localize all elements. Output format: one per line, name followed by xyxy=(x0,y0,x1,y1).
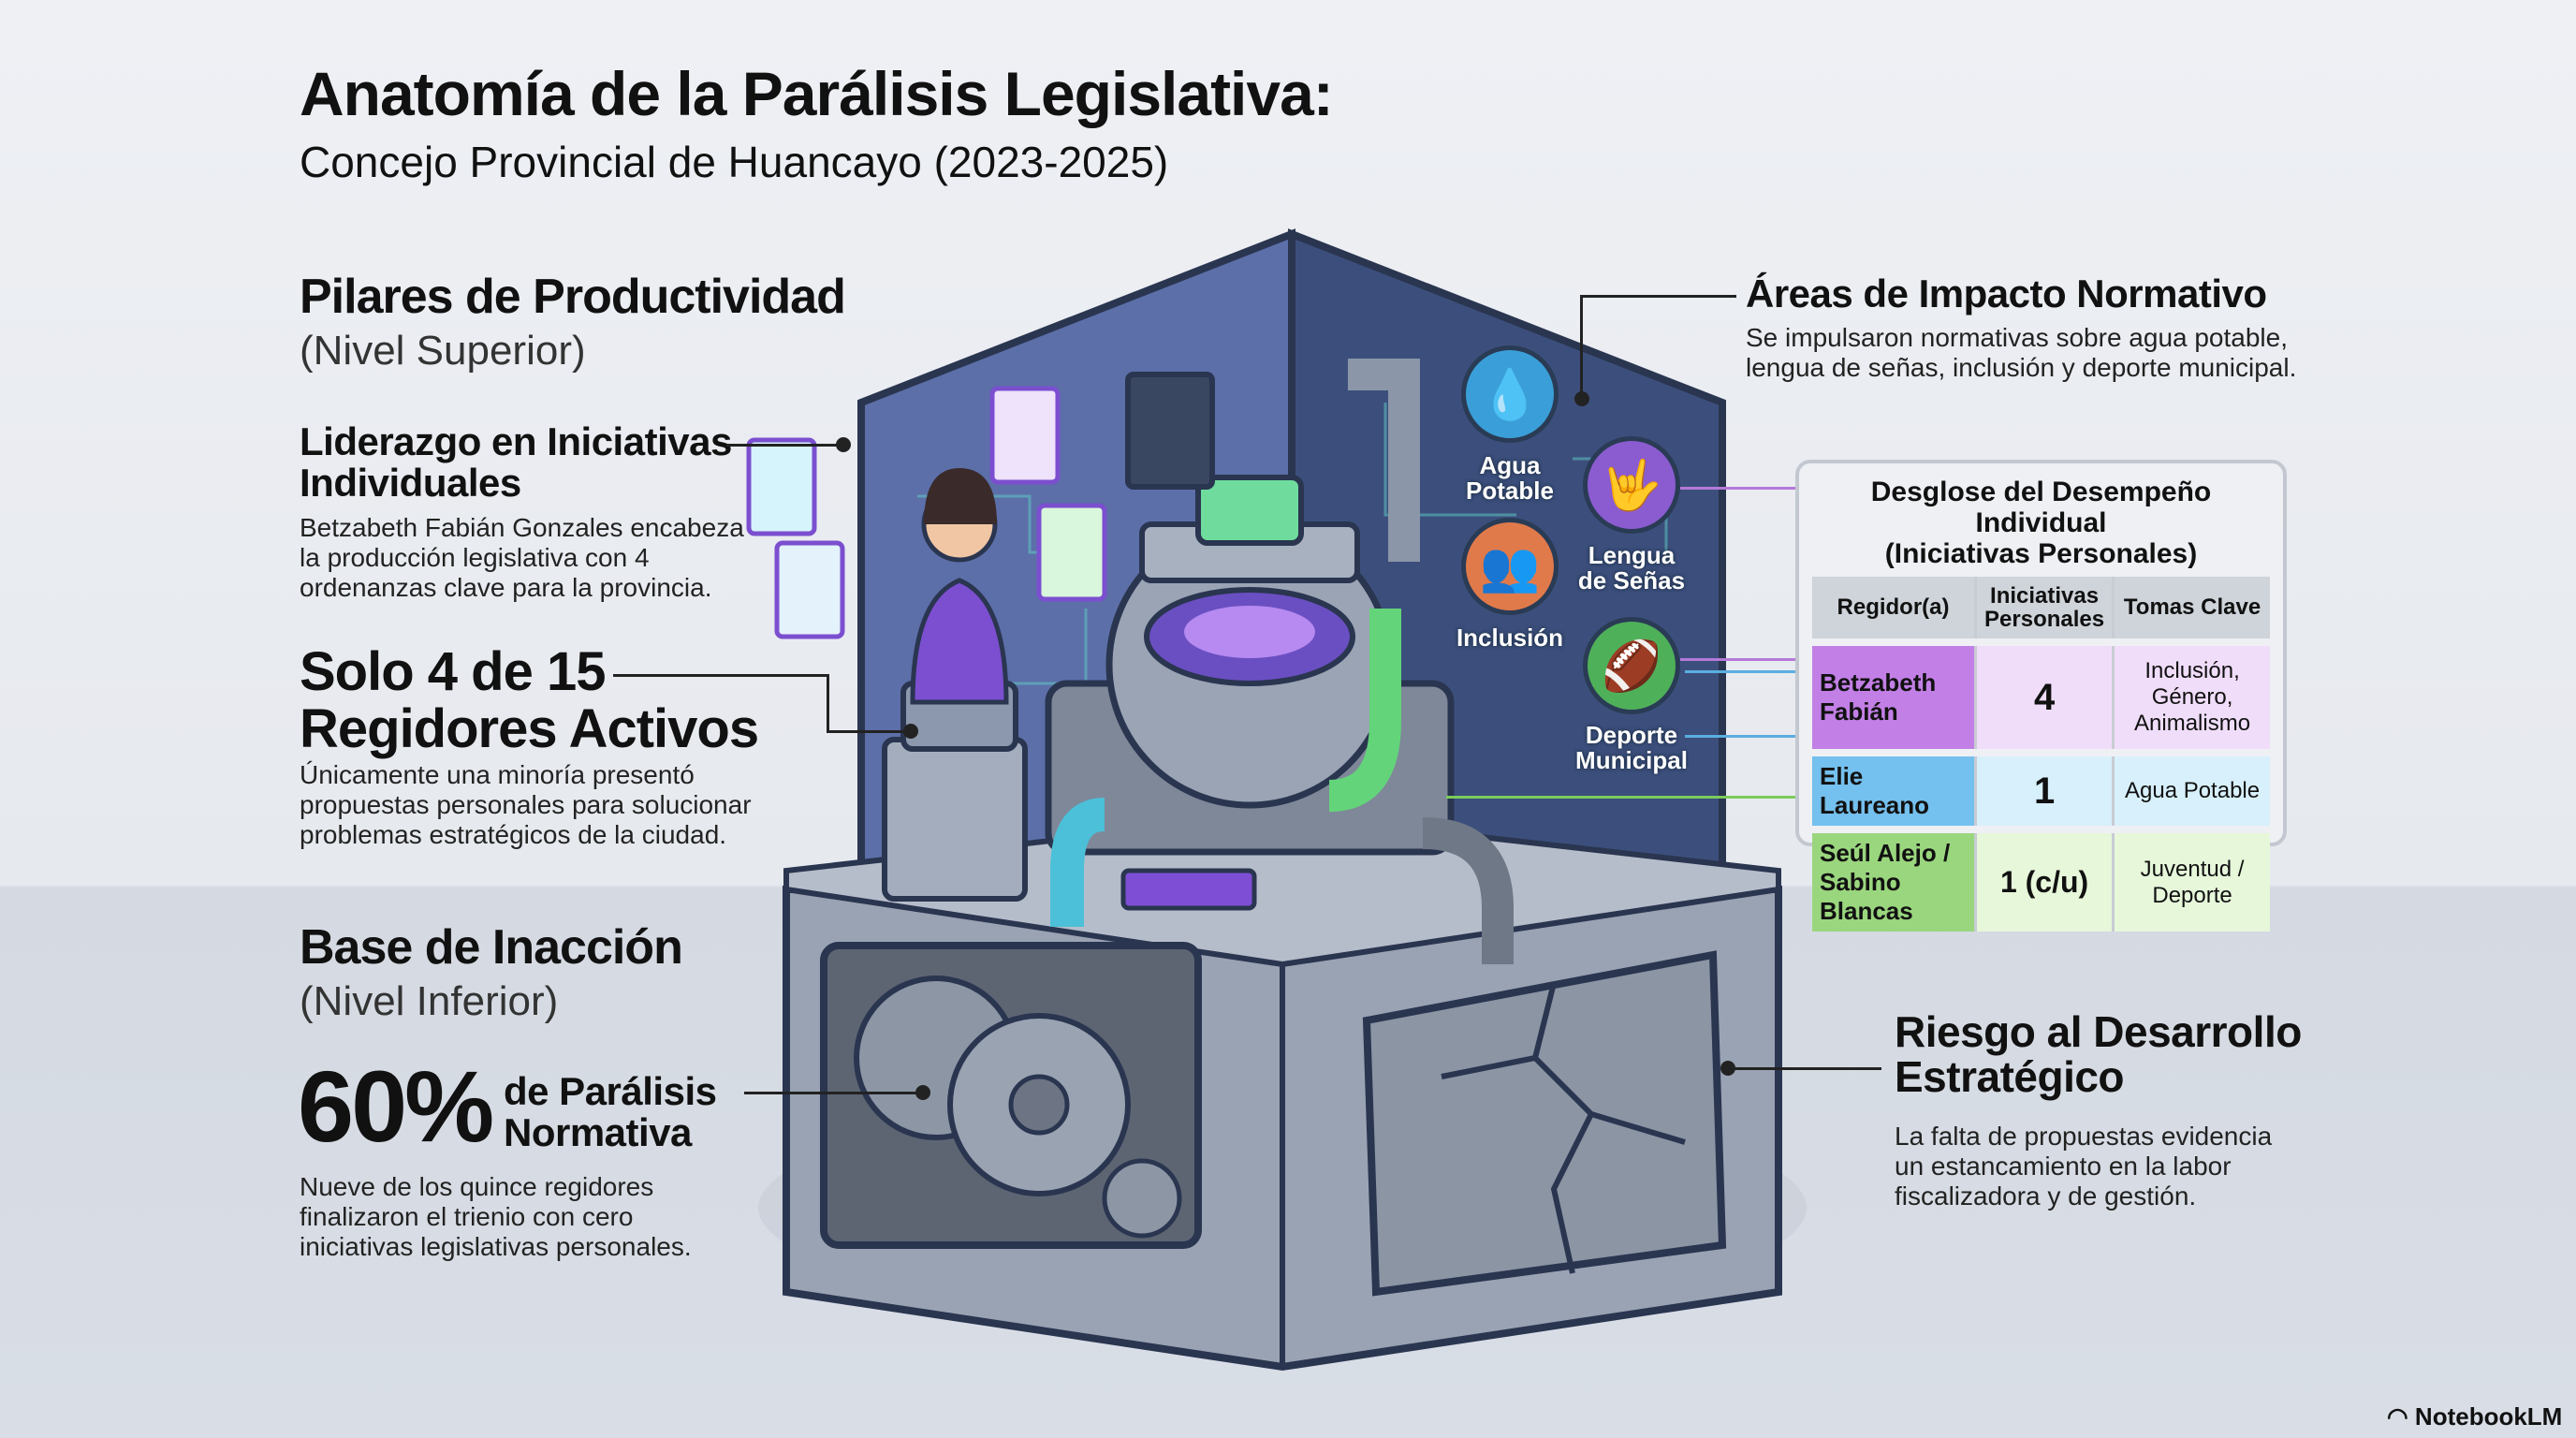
section-level-inferior: (Nivel Inferior) xyxy=(300,978,559,1024)
sign-language-icon: 🤟 xyxy=(1583,436,1680,534)
people-icon: 👥 xyxy=(1461,518,1559,615)
paralysis-percent: 60% xyxy=(298,1049,494,1163)
impact-title: Áreas de Impacto Normativo xyxy=(1746,271,2267,315)
performance-table-card: Desglose del Desempeño Individual(Inicia… xyxy=(1795,460,2287,932)
section-title-pilares: Pilares de Productividad xyxy=(300,270,846,324)
area-label-inclusion: Inclusión xyxy=(1456,624,1564,652)
notebooklm-brand: ◠ NotebookLM xyxy=(2387,1402,2563,1431)
table-title: Desglose del Desempeño Individual(Inicia… xyxy=(1870,477,2212,569)
water-drop-icon: 💧 xyxy=(1461,345,1559,443)
impact-text: Se impulsaron normativas sobre agua pota… xyxy=(1746,323,2297,383)
legislative-machine-illustration xyxy=(746,228,1807,1372)
football-icon: 🏈 xyxy=(1583,617,1680,714)
page-title: Anatomía de la Parálisis Legislativa: xyxy=(300,59,1334,128)
section-level-superior: (Nivel Superior) xyxy=(300,328,586,374)
page-subtitle: Concejo Provincial de Huancayo (2023-202… xyxy=(300,138,1169,186)
section-title-base: Base de Inacción xyxy=(300,920,683,975)
